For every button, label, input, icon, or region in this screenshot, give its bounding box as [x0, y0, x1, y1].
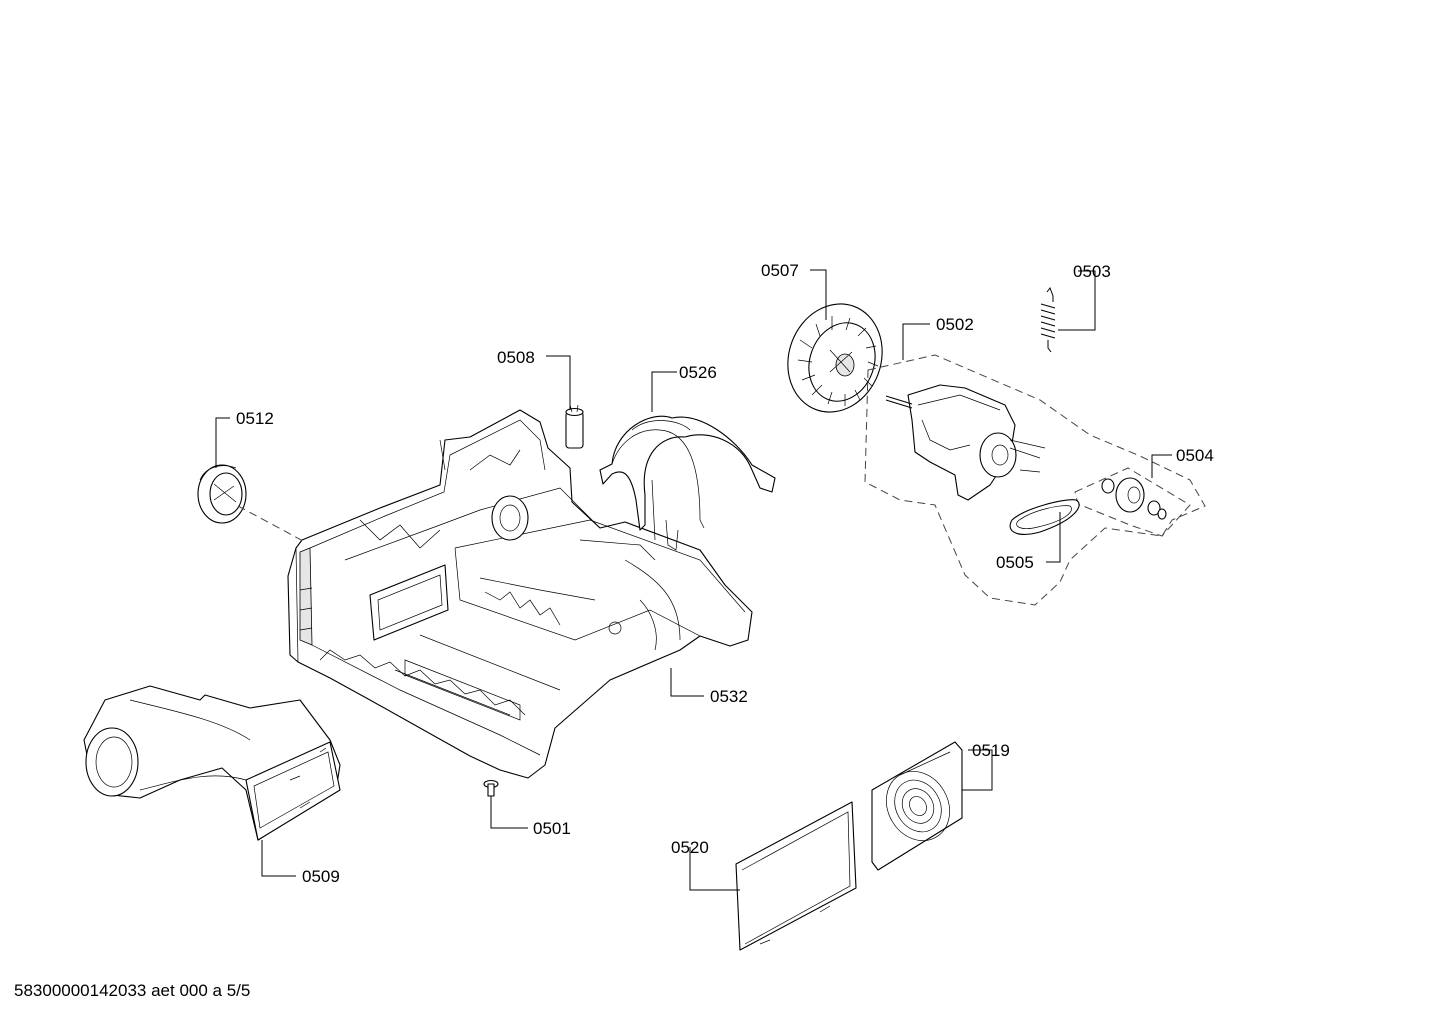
label-0504: 0504: [1176, 446, 1214, 465]
label-0508: 0508: [497, 348, 535, 367]
label-0505: 0505: [996, 553, 1034, 572]
part-0532-base-housing: [287, 409, 753, 779]
label-0520: 0520: [671, 838, 709, 857]
label-0519: 0519: [972, 741, 1010, 760]
part-0508-pin: [565, 404, 584, 449]
part-0504-pulley-assembly: [1074, 467, 1191, 537]
label-0512: 0512: [236, 409, 274, 428]
label-0526: 0526: [679, 363, 717, 382]
part-0501-screw: [483, 779, 499, 797]
label-0507: 0507: [761, 261, 799, 280]
part-0509-duct: [83, 685, 341, 841]
drawing-reference-footer: 58300000142033 aet 000 a 5/5: [14, 981, 251, 1000]
part-0502-motor-assembly: [864, 354, 1206, 606]
part-0503-spring: [1040, 286, 1056, 353]
part-0505-belt: [1009, 499, 1080, 535]
label-0503: 0503: [1073, 262, 1111, 281]
part-0519-grille-panel: [871, 741, 963, 871]
label-0509: 0509: [302, 867, 340, 886]
part-0526-saddle-duct: [599, 415, 776, 551]
part-0520-plate: [735, 801, 857, 951]
part-0512-ring: [197, 464, 247, 524]
dashed-path-0512: [237, 505, 306, 543]
label-0502: 0502: [936, 315, 974, 334]
leader-lines: [215, 269, 1172, 891]
label-0532: 0532: [710, 687, 748, 706]
label-0501: 0501: [533, 819, 571, 838]
part-0507-fan-wheel: [787, 303, 883, 413]
